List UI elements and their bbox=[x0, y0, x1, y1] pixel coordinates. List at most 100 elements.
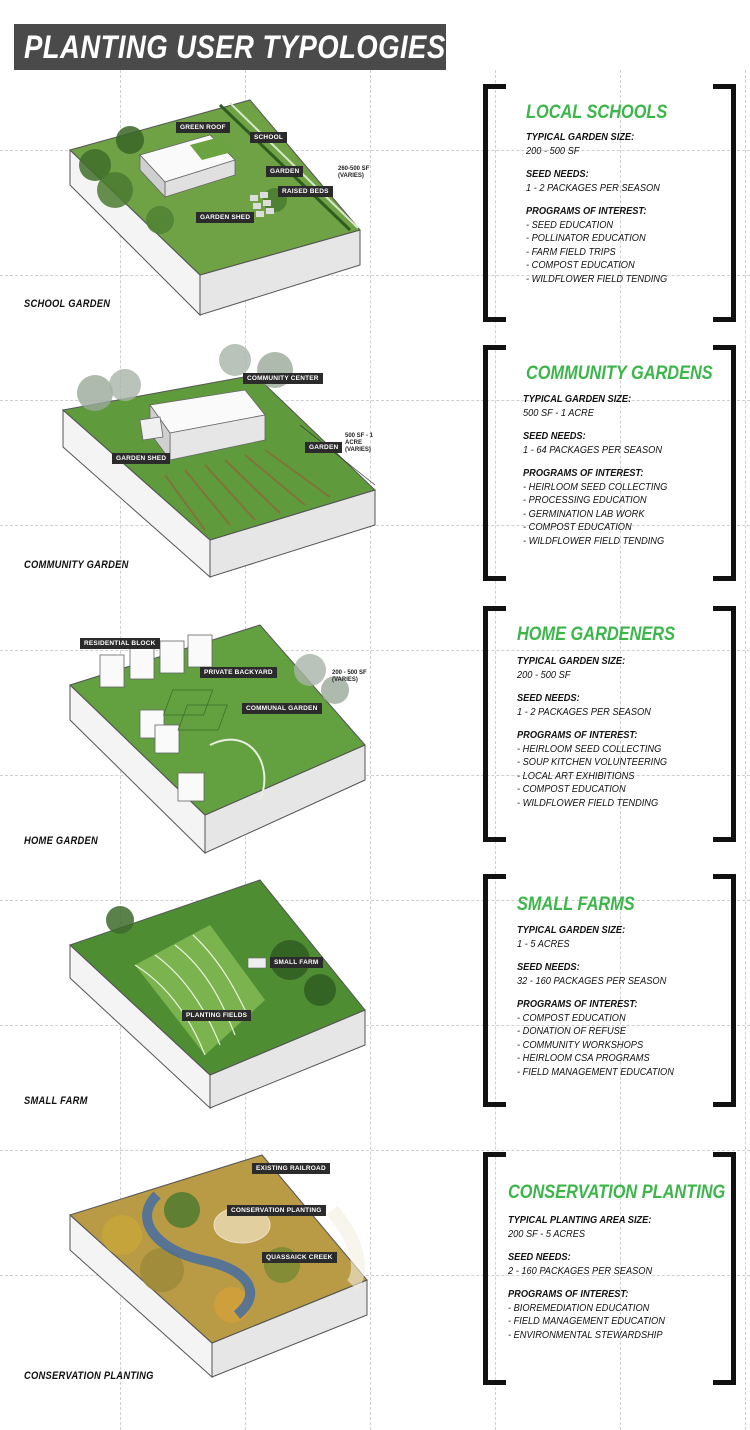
info-card-home-gardeners: HOME GARDENERS TYPICAL GARDEN SIZE: 200 … bbox=[483, 606, 736, 842]
seed-heading: SEED NEEDS: bbox=[508, 1251, 571, 1263]
size-value: 200 - 500 SF bbox=[517, 668, 571, 681]
dimension-note: 260-500 SF (VARIES) bbox=[338, 166, 370, 179]
info-card-small-farms: SMALL FARMS TYPICAL GARDEN SIZE: 1 - 5 A… bbox=[483, 874, 736, 1107]
program-item: - FIELD MANAGEMENT EDUCATION bbox=[508, 1315, 665, 1327]
grid-line bbox=[370, 70, 371, 1430]
program-item: - WILDFLOWER FIELD TENDING bbox=[517, 796, 659, 809]
bracket-right bbox=[713, 874, 736, 1107]
grid-line bbox=[495, 70, 496, 1430]
small-farm-block: SMALL FARM PLANTING FIELDS bbox=[60, 879, 380, 1115]
program-item: - BIOREMEDIATION EDUCATION bbox=[508, 1301, 650, 1314]
bracket-left bbox=[483, 874, 506, 1107]
size-heading: TYPICAL PLANTING AREA SIZE: bbox=[508, 1214, 652, 1226]
card-body: TYPICAL PLANTING AREA SIZE: 200 SF - 5 A… bbox=[508, 1214, 665, 1342]
callout-garden-shed: GARDEN SHED bbox=[196, 212, 255, 223]
card-body: TYPICAL GARDEN SIZE: 1 - 5 ACRES SEED NE… bbox=[517, 924, 674, 1079]
grid-line bbox=[620, 70, 621, 1430]
seed-heading: SEED NEEDS: bbox=[523, 430, 586, 442]
program-item: - HEIRLOOM SEED COLLECTING bbox=[517, 742, 662, 755]
bracket-left bbox=[483, 606, 506, 842]
card-title: SMALL FARMS bbox=[517, 894, 635, 915]
bracket-right bbox=[713, 84, 736, 322]
seed-heading: SEED NEEDS: bbox=[517, 692, 580, 704]
grid-line bbox=[0, 1150, 750, 1151]
program-item: - SOUP KITCHEN VOLUNTEERING bbox=[517, 756, 668, 768]
size-heading: TYPICAL GARDEN SIZE: bbox=[526, 131, 635, 143]
callout-planting-fields: PLANTING FIELDS bbox=[182, 1010, 252, 1021]
program-item: - WILDFLOWER FIELD TENDING bbox=[523, 534, 665, 547]
card-body: TYPICAL GARDEN SIZE: 200 - 500 SF SEED N… bbox=[526, 131, 667, 286]
callout-garden: GARDEN bbox=[266, 166, 304, 177]
bracket-left bbox=[483, 1152, 506, 1385]
program-item: - COMPOST EDUCATION bbox=[517, 783, 626, 795]
bracket-right bbox=[713, 606, 736, 842]
seed-value: 1 - 2 PACKAGES PER SEASON bbox=[526, 181, 660, 194]
callout-school: SCHOOL bbox=[250, 132, 288, 143]
programs-heading: PROGRAMS OF INTEREST: bbox=[508, 1288, 629, 1300]
program-item: - COMPOST EDUCATION bbox=[517, 1011, 626, 1024]
info-card-community-gardens: COMMUNITY GARDENS TYPICAL GARDEN SIZE: 5… bbox=[483, 345, 736, 581]
typology-label-home-garden: HOME GARDEN bbox=[24, 835, 98, 847]
size-value: 200 - 500 SF bbox=[526, 144, 580, 157]
info-card-local-schools: LOCAL SCHOOLS TYPICAL GARDEN SIZE: 200 -… bbox=[483, 84, 736, 322]
callout-existing-railroad: EXISTING RAILROAD bbox=[252, 1163, 330, 1174]
programs-heading: PROGRAMS OF INTEREST: bbox=[526, 205, 647, 217]
grid-line bbox=[0, 775, 750, 776]
bracket-right bbox=[713, 345, 736, 581]
program-item: - GERMINATION LAB WORK bbox=[523, 507, 645, 520]
grid-line bbox=[745, 70, 746, 1430]
program-item: - FIELD MANAGEMENT EDUCATION bbox=[517, 1065, 674, 1078]
size-heading: TYPICAL GARDEN SIZE: bbox=[517, 924, 626, 936]
callout-raised-beds: RAISED BEDS bbox=[278, 186, 333, 197]
callout-green-roof: GREEN ROOF bbox=[176, 122, 230, 133]
community-garden-block: COMMUNITY CENTER GARDEN SHED GARDEN 500 … bbox=[55, 344, 385, 585]
program-item: - LOCAL ART EXHIBITIONS bbox=[517, 769, 635, 782]
seed-heading: SEED NEEDS: bbox=[526, 168, 589, 180]
grid-line bbox=[0, 400, 750, 401]
callout-garden-shed: GARDEN SHED bbox=[112, 453, 171, 464]
grid-line bbox=[0, 900, 750, 901]
typology-label-conservation-planting: CONSERVATION PLANTING bbox=[24, 1370, 154, 1382]
callout-small-farm: SMALL FARM bbox=[270, 957, 323, 968]
size-value: 200 SF - 5 ACRES bbox=[508, 1227, 586, 1240]
grid-line bbox=[0, 1275, 750, 1276]
card-body: TYPICAL GARDEN SIZE: 500 SF - 1 ACRE SEE… bbox=[523, 393, 667, 548]
callout-quassaick-creek: QUASSAICK CREEK bbox=[262, 1252, 337, 1263]
home-garden-block: RESIDENTIAL BLOCK PRIVATE BACKYARD COMMU… bbox=[60, 615, 380, 860]
seed-value: 2 - 160 PACKAGES PER SEASON bbox=[508, 1264, 653, 1277]
callout-private-backyard: PRIVATE BACKYARD bbox=[200, 667, 277, 678]
size-value: 500 SF - 1 ACRE bbox=[523, 406, 594, 419]
callout-residential-block: RESIDENTIAL BLOCK bbox=[80, 638, 160, 649]
info-card-conservation-planting: CONSERVATION PLANTING TYPICAL PLANTING A… bbox=[483, 1152, 736, 1385]
dimension-note: 200 - 500 SF (VARIES) bbox=[332, 670, 367, 683]
program-item: - WILDFLOWER FIELD TENDING bbox=[526, 272, 668, 285]
program-item: - ENVIRONMENTAL STEWARDSHIP bbox=[508, 1328, 663, 1341]
card-body: TYPICAL GARDEN SIZE: 200 - 500 SF SEED N… bbox=[517, 655, 667, 810]
card-title: HOME GARDENERS bbox=[517, 624, 675, 645]
card-title: COMMUNITY GARDENS bbox=[526, 363, 713, 384]
typology-label-small-farm: SMALL FARM bbox=[24, 1095, 88, 1107]
grid-line bbox=[0, 1025, 750, 1026]
grid-line bbox=[0, 650, 750, 651]
program-item: - DONATION OF REFUSE bbox=[517, 1025, 627, 1037]
size-heading: TYPICAL GARDEN SIZE: bbox=[517, 655, 626, 667]
title-bar: PLANTING USER TYPOLOGIES bbox=[14, 24, 446, 70]
program-item: - COMPOST EDUCATION bbox=[523, 521, 632, 533]
grid-line bbox=[0, 275, 750, 276]
program-item: - POLLINATOR EDUCATION bbox=[526, 232, 646, 244]
programs-heading: PROGRAMS OF INTEREST: bbox=[517, 998, 638, 1010]
card-title: LOCAL SCHOOLS bbox=[526, 102, 668, 123]
seed-heading: SEED NEEDS: bbox=[517, 961, 580, 973]
program-item: - COMPOST EDUCATION bbox=[526, 259, 635, 271]
seed-value: 1 - 2 PACKAGES PER SEASON bbox=[517, 705, 651, 718]
programs-heading: PROGRAMS OF INTEREST: bbox=[523, 467, 644, 479]
program-item: - FARM FIELD TRIPS bbox=[526, 245, 616, 258]
programs-heading: PROGRAMS OF INTEREST: bbox=[517, 729, 638, 741]
typology-label-community-garden: COMMUNITY GARDEN bbox=[24, 559, 129, 571]
program-item: - SEED EDUCATION bbox=[526, 218, 614, 231]
program-item: - HEIRLOOM SEED COLLECTING bbox=[523, 480, 668, 493]
bracket-left bbox=[483, 84, 506, 322]
program-item: - COMMUNITY WORKSHOPS bbox=[517, 1038, 644, 1051]
callout-communal-garden: COMMUNAL GARDEN bbox=[242, 703, 322, 714]
card-title: CONSERVATION PLANTING bbox=[508, 1182, 726, 1203]
